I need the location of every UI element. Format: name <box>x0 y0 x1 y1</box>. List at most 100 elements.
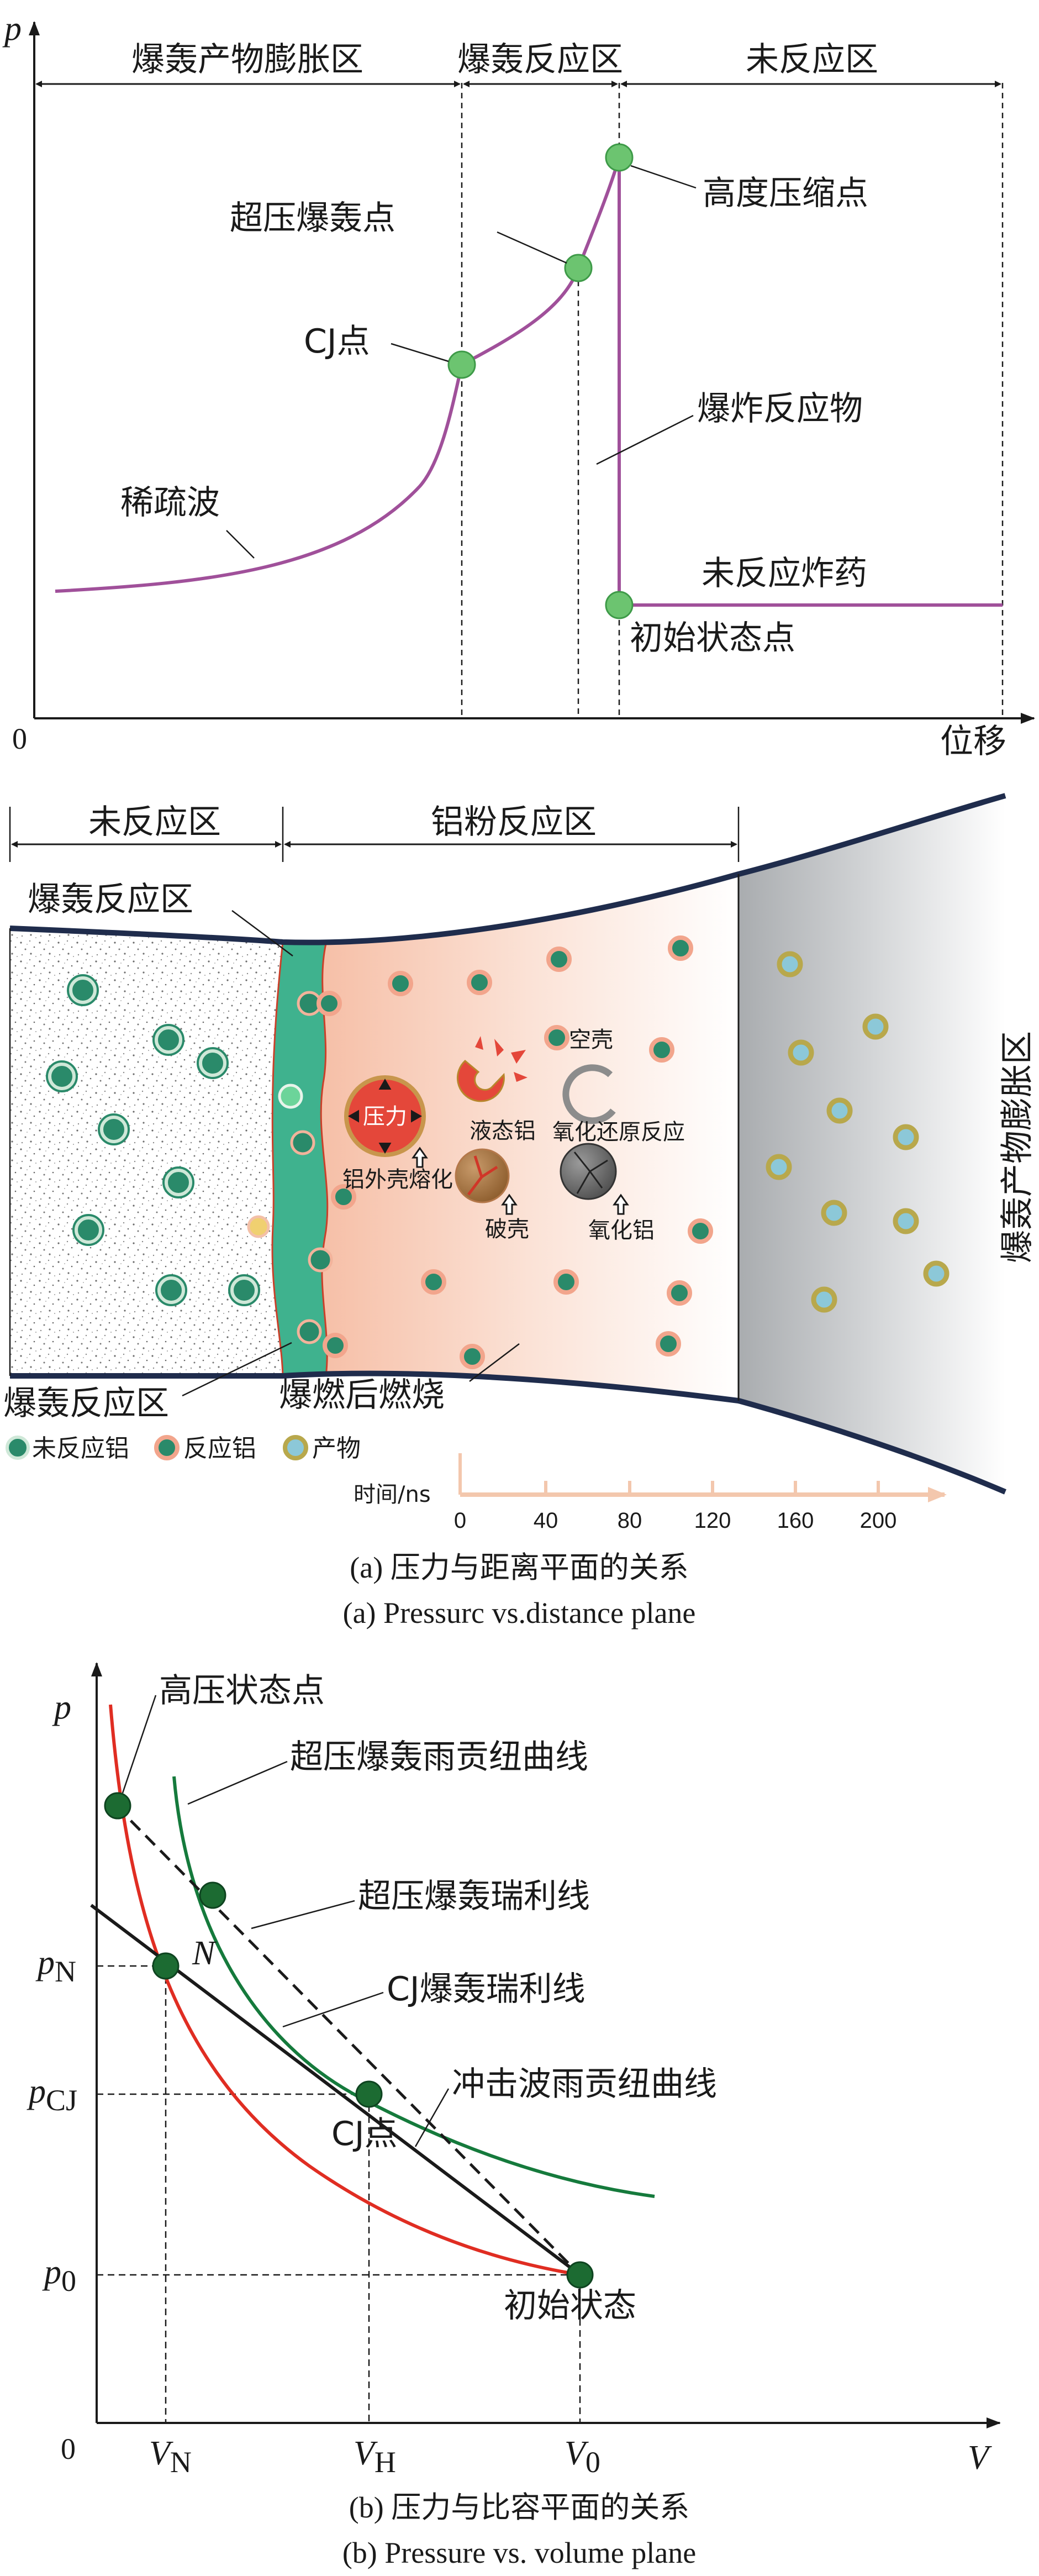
tube-top-wall <box>9 793 1006 945</box>
unreacted-explosive-region <box>10 928 283 1376</box>
panel-b-pressure-volume: p 0 V pN pCJ p0 VN VH V0 N 高压状态点 超压爆轰雨 <box>27 1662 1001 2479</box>
product-expansion-region <box>739 796 1005 1492</box>
time-tick-3: 120 <box>694 1508 731 1533</box>
panel-b-origin: 0 <box>61 2432 76 2465</box>
high-pressure-state-point <box>104 1792 131 1820</box>
leader-overdriven-hugoniot <box>187 1760 288 1805</box>
label-cj: CJ点 <box>304 322 370 361</box>
x-tick-VN: VN <box>149 2435 192 2479</box>
legend-product-label: 产物 <box>312 1434 361 1463</box>
label-cj-point-b: CJ点 <box>331 2115 398 2153</box>
caption-a-zh: (a) 压力与距离平面的关系 <box>350 1551 688 1584</box>
tube-bottom-wall <box>10 1370 1006 1495</box>
panel-a-x-label: 位移 <box>940 722 1006 761</box>
caption-a-en: (a) Pressurc vs.distance plane <box>343 1596 696 1629</box>
leader-reactant <box>596 414 694 465</box>
high-compression-point <box>605 143 634 172</box>
initial-state-point <box>605 591 634 619</box>
leader-overdriven <box>497 231 567 264</box>
label-redox: 氧化还原反应 <box>552 1119 685 1145</box>
pressure-curve <box>55 157 1003 607</box>
leader-cj-rayleigh <box>282 1991 384 2028</box>
label-reaction-zone-bottom: 爆轰反应区 <box>3 1384 169 1423</box>
pressure-particle <box>344 1075 426 1157</box>
shell-melting-arrow <box>412 1147 428 1168</box>
leader-overdriven-rayleigh <box>251 1900 355 1930</box>
point-N <box>152 1952 180 1980</box>
label-top-al-reaction: 铝粉反应区 <box>431 803 597 842</box>
label-empty-shell: 空壳 <box>569 1027 613 1053</box>
leader-reaction-zone-top <box>231 910 293 957</box>
panel-a-origin: 0 <box>12 722 27 755</box>
time-tick-5: 200 <box>860 1508 897 1533</box>
label-rarefaction: 稀疏波 <box>120 483 220 522</box>
alumina-cracks <box>573 1152 608 1194</box>
time-tick-4: 160 <box>777 1508 814 1533</box>
x-tick-VH: VH <box>354 2435 396 2479</box>
unreacted-al-rims <box>46 974 260 1306</box>
zone-label-expansion: 爆轰产物膨胀区 <box>131 40 363 79</box>
legend-unreacted-label: 未反应铝 <box>32 1434 129 1463</box>
label-initial-state: 初始状态点 <box>630 619 795 658</box>
leader-high-pressure-point <box>122 1695 157 1794</box>
panel-a-pressure-distance: p 0 位移 爆轰产物膨胀区 爆轰反应区 未反应区 高度压缩点 超压爆轰点 CJ… <box>2 10 1035 761</box>
leader-cj <box>391 343 449 362</box>
label-top-unreacted: 未反应区 <box>88 803 221 842</box>
cj-point <box>447 350 476 379</box>
time-axis: 时间/ns 0 40 80 120 160 200 <box>354 1453 947 1533</box>
label-right-vertical: 爆轰产物膨胀区 <box>998 1031 1037 1263</box>
label-unreacted-explosive: 未反应炸药 <box>702 554 867 593</box>
leader-rarefaction <box>226 530 255 559</box>
unreacted-al-particles <box>48 976 258 1304</box>
cj-state-point <box>355 2080 383 2108</box>
legend-product-swatch <box>283 1435 308 1460</box>
time-tick-0: 0 <box>454 1508 466 1533</box>
time-tick-2: 80 <box>618 1508 642 1533</box>
label-high-pressure-point: 高压状态点 <box>159 1671 325 1710</box>
zone-label-unreacted: 未反应区 <box>746 40 878 79</box>
label-explosion-reactant: 爆炸反应物 <box>697 390 863 428</box>
zone-label-reaction: 爆轰反应区 <box>457 40 623 79</box>
overdriven-hugoniot-curve <box>172 1776 655 2198</box>
panel-b-x-label: V <box>968 2439 992 2477</box>
overdriven-point <box>564 254 593 282</box>
label-point-N: N <box>192 1934 217 1972</box>
label-overdriven: 超压爆轰点 <box>230 199 395 238</box>
caption-b-en: (b) Pressure vs. volume plane <box>342 2536 696 2569</box>
label-afterburn: 爆燃后燃烧 <box>279 1376 445 1415</box>
schematic-legend: 未反应铝 反应铝 产物 <box>6 1434 361 1463</box>
product-particles <box>766 951 950 1313</box>
leader-shock-hugoniot <box>414 2088 450 2147</box>
alumina-arrow <box>613 1194 629 1215</box>
x-tick-V0: V0 <box>565 2435 600 2479</box>
label-pressure: 压力 <box>363 1104 407 1129</box>
time-tick-1: 40 <box>534 1508 558 1533</box>
panel-b-y-label: p <box>52 1689 71 1726</box>
overdriven-state-point <box>199 1881 226 1909</box>
label-broken-shell: 破壳 <box>485 1217 529 1242</box>
liquid-al-icon <box>456 1060 505 1102</box>
empty-shell-icon <box>562 1064 616 1124</box>
caption-b-zh: (b) 压力与比容平面的关系 <box>349 2491 689 2524</box>
reacting-al-particles <box>317 935 713 1369</box>
leader-high-compression <box>630 165 697 189</box>
legend-reacting-label: 反应铝 <box>183 1434 256 1463</box>
label-cj-rayleigh: CJ爆轰瑞利线 <box>387 1970 586 2009</box>
label-reaction-zone-top: 爆轰反应区 <box>28 880 193 919</box>
y-tick-p0: p0 <box>42 2253 76 2298</box>
y-tick-pN: pN <box>35 1944 76 1988</box>
label-shell-melting: 铝外壳熔化 <box>342 1167 453 1192</box>
detonation-schematic: 未反应区 铝粉反应区 <box>3 793 1037 1533</box>
alumina-icon <box>560 1143 617 1200</box>
y-tick-pCJ: pCJ <box>27 2073 77 2117</box>
label-alumina: 氧化铝 <box>588 1218 655 1243</box>
label-liquid-al: 液态铝 <box>470 1118 536 1144</box>
shock-hugoniot-curve <box>109 1704 581 2277</box>
label-shock-hugoniot: 冲击波雨贡纽曲线 <box>452 2065 717 2104</box>
leader-reaction-zone-bottom <box>182 1342 292 1397</box>
leader-afterburn <box>469 1343 520 1382</box>
band-particles <box>247 991 333 1344</box>
legend-unreacted-swatch <box>6 1436 30 1460</box>
label-high-compression: 高度压缩点 <box>703 174 868 213</box>
label-overdriven-rayleigh: 超压爆轰瑞利线 <box>358 1877 590 1916</box>
